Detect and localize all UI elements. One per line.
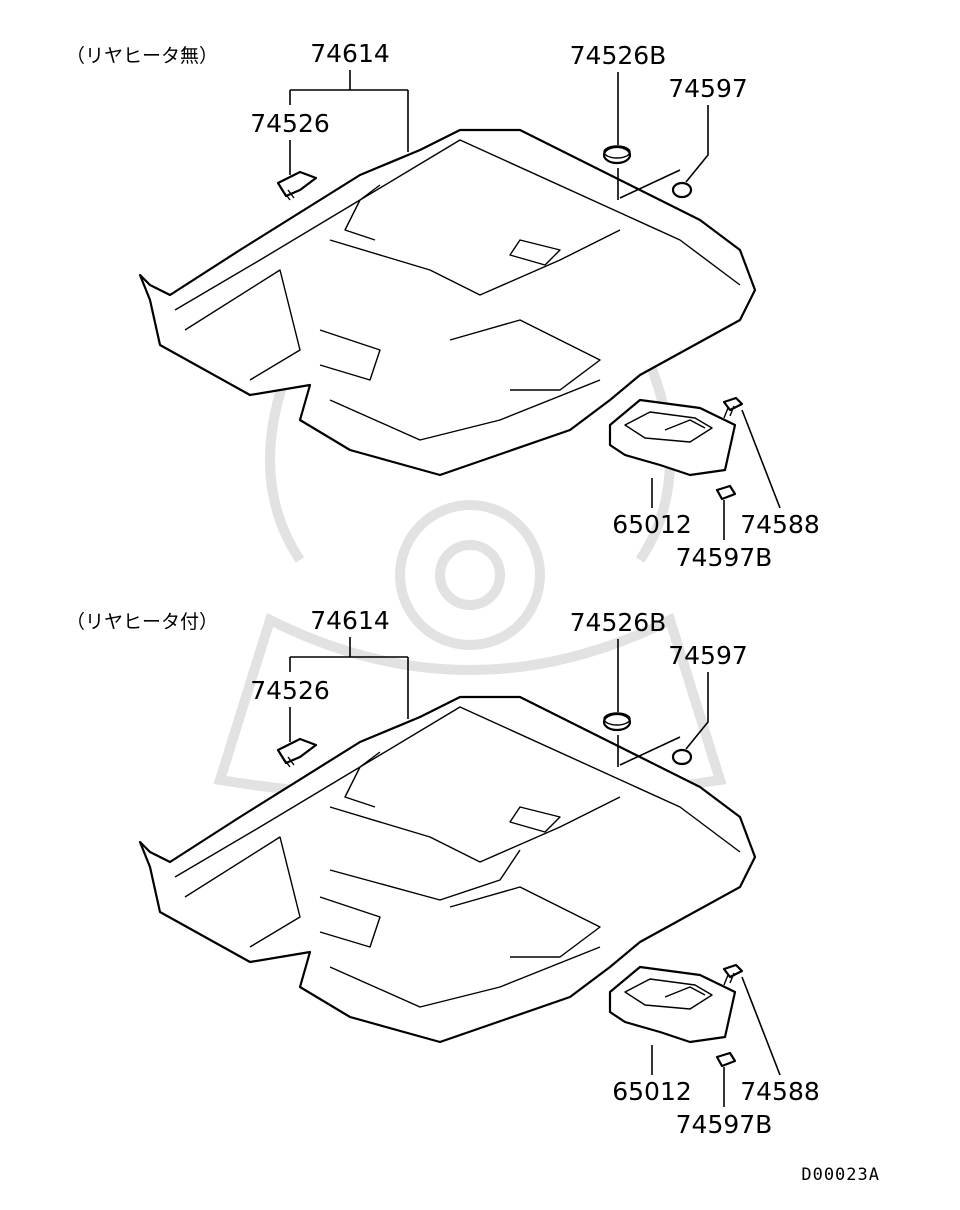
- grommet-b-part: [715, 1051, 737, 1068]
- label-grommet: 74597: [668, 74, 748, 103]
- part-labels: 74614 74526 74526B 74597 65012 74588 745…: [250, 606, 820, 1139]
- clip-part: [276, 737, 318, 768]
- label-cover: 65012: [612, 510, 692, 539]
- label-screw: 74588: [740, 1077, 820, 1106]
- section-without-rear-heater: （リヤヒータ無）: [66, 39, 820, 572]
- label-screw: 74588: [740, 510, 820, 539]
- grommet-part: [671, 748, 693, 766]
- plug-part: [602, 145, 632, 165]
- label-grommet: 74597: [668, 641, 748, 670]
- label-carpet: 74614: [310, 606, 390, 635]
- cover-part: [608, 398, 737, 477]
- screw-part: [722, 396, 744, 419]
- label-grommet-b: 74597B: [676, 1110, 773, 1139]
- leader-lines: [289, 637, 781, 1107]
- floor-carpet: [138, 695, 757, 1044]
- grommet-part: [671, 181, 693, 199]
- label-plug: 74526B: [570, 41, 667, 70]
- leader-lines: [289, 70, 781, 540]
- figure-code: D00023A: [801, 1165, 880, 1185]
- clip-part: [276, 170, 318, 201]
- label-clip: 74526: [250, 676, 330, 705]
- label-clip: 74526: [250, 109, 330, 138]
- label-plug: 74526B: [570, 608, 667, 637]
- cover-part: [608, 965, 737, 1044]
- floor-carpet: [138, 128, 757, 477]
- section-title: （リヤヒータ無）: [66, 45, 218, 67]
- section-with-rear-heater: （リヤヒータ付）: [66, 606, 820, 1139]
- screw-part: [722, 963, 744, 986]
- label-grommet-b: 74597B: [676, 543, 773, 572]
- label-cover: 65012: [612, 1077, 692, 1106]
- section-title: （リヤヒータ付）: [66, 611, 218, 633]
- grommet-b-part: [715, 484, 737, 501]
- part-labels: 74614 74526 74526B 74597 65012 74588 745…: [250, 39, 820, 572]
- label-carpet: 74614: [310, 39, 390, 68]
- plug-part: [602, 712, 632, 732]
